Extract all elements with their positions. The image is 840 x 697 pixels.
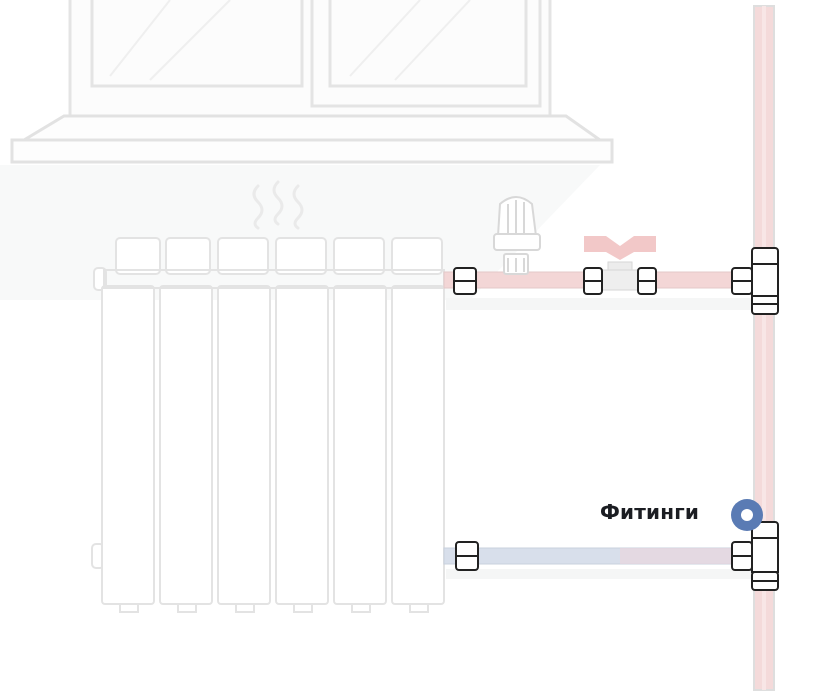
window-sill [10, 114, 614, 164]
radiator-section [159, 237, 213, 613]
radiator-section [275, 237, 329, 613]
radiator-section [391, 237, 445, 613]
fittings [453, 247, 779, 591]
tee-fitting [731, 521, 779, 591]
union-fitting [583, 267, 603, 295]
union-fitting [453, 267, 477, 295]
fittings-hotspot-button[interactable] [731, 499, 763, 531]
union-fitting [455, 541, 479, 571]
union-fitting [637, 267, 657, 295]
ball-valve [584, 236, 656, 291]
radiator-section [217, 237, 271, 613]
radiator-section [333, 237, 387, 613]
thermostatic-head [493, 196, 541, 275]
tee-fitting [731, 247, 779, 315]
heat-wave-icon [252, 180, 304, 230]
window [68, 0, 552, 118]
radiator [91, 237, 445, 613]
return-pipe [443, 547, 755, 579]
radiator-section [101, 237, 161, 613]
fittings-label: Фитинги [600, 500, 700, 524]
